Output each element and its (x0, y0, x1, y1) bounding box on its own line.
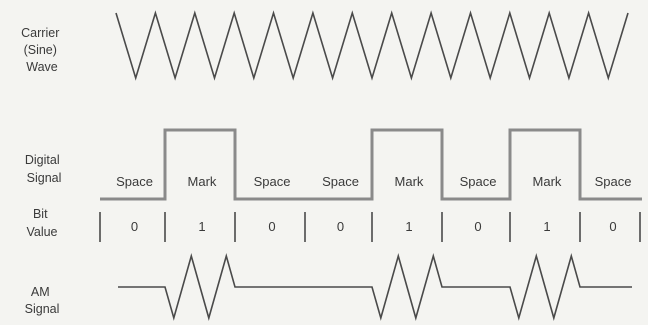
carrier-label: Carrier (Sine) Wave (21, 26, 63, 74)
carrier-label-line-2: (Sine) (24, 43, 57, 57)
carrier-wave (115, 10, 629, 81)
bit-label-line-1: Bit (33, 207, 48, 221)
bit-dividers (99, 212, 641, 242)
digital-signal-label: Digital Signal (25, 153, 63, 185)
state-label-space: Space (595, 174, 632, 189)
state-label-mark: Mark (533, 174, 562, 189)
bit-value: 0 (337, 219, 344, 234)
carrier-label-line-3: Wave (26, 60, 58, 74)
am-label-line-2: Signal (25, 302, 60, 316)
state-label-space: Space (254, 174, 291, 189)
bit-value: 1 (543, 219, 550, 234)
digital-signal-line (100, 128, 642, 201)
bit-value: 1 (405, 219, 412, 234)
bit-label-line-2: Value (26, 225, 57, 239)
digital-label-line-1: Digital (25, 153, 60, 167)
bit-value: 0 (131, 219, 138, 234)
state-label-space: Space (116, 174, 153, 189)
bit-value: 0 (474, 219, 481, 234)
bit-value-label: Bit Value (26, 207, 57, 239)
state-label-space: Space (460, 174, 497, 189)
am-signal-label: AM Signal (25, 285, 60, 316)
state-label-space: Space (322, 174, 359, 189)
carrier-label-line-1: Carrier (21, 26, 59, 40)
am-signal-wave (118, 253, 632, 321)
bit-value: 0 (609, 219, 616, 234)
state-labels: Space Mark Space Space Mark Space Mark Space (116, 174, 631, 189)
bit-value: 1 (198, 219, 205, 234)
am-label-line-1: AM (31, 285, 50, 299)
bit-value: 0 (268, 219, 275, 234)
bit-values: 0 1 0 0 1 0 1 0 (131, 219, 617, 234)
state-label-mark: Mark (188, 174, 217, 189)
digital-label-line-2: Signal (27, 171, 62, 185)
state-label-mark: Mark (395, 174, 424, 189)
